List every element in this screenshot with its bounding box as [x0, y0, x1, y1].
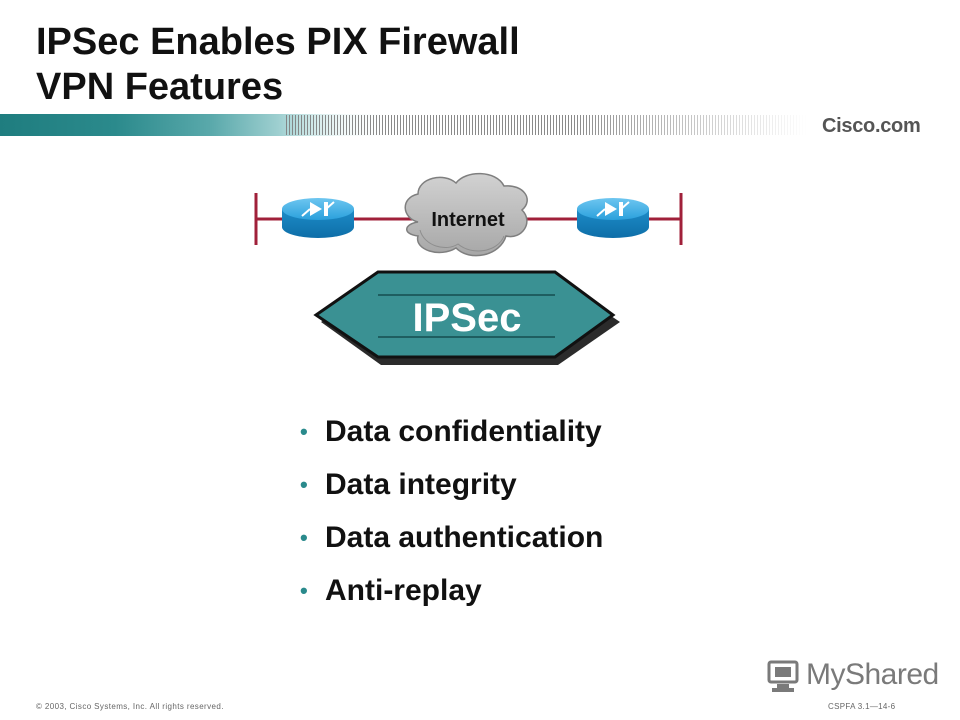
brand-label: Cisco.com — [822, 115, 921, 137]
title-line-2: VPN Features — [36, 66, 284, 108]
logo-text: MyShared — [806, 658, 939, 691]
myshared-logo: MyShared — [764, 656, 939, 696]
router-icon — [282, 198, 354, 238]
double-arrow: IPSec — [313, 270, 620, 365]
list-item-label: Data integrity — [325, 468, 517, 501]
title-line-1: IPSec Enables PIX Firewall — [36, 21, 520, 63]
slide-title: IPSec Enables PIX Firewall VPN Features — [36, 20, 736, 110]
router-icon — [577, 198, 649, 238]
banner-stripes — [286, 115, 806, 135]
bullet-dot: • — [300, 578, 308, 603]
cloud-label: Internet — [431, 209, 505, 231]
cloud-icon: Internet — [404, 172, 528, 257]
slide-code: CSPFA 3.1—14-6 — [828, 702, 896, 711]
header-banner — [0, 114, 960, 136]
bullet-dot: • — [300, 525, 308, 550]
logo-icon — [767, 660, 799, 692]
arrow-label: IPSec — [413, 296, 522, 340]
bullet-dot: • — [300, 419, 308, 444]
list-item-label: Data confidentiality — [325, 415, 602, 448]
copyright: © 2003, Cisco Systems, Inc. All rights r… — [36, 702, 224, 711]
bullet-dot: • — [300, 472, 308, 497]
list-item-label: Data authentication — [325, 521, 604, 554]
list-item-label: Anti-replay — [325, 574, 482, 607]
